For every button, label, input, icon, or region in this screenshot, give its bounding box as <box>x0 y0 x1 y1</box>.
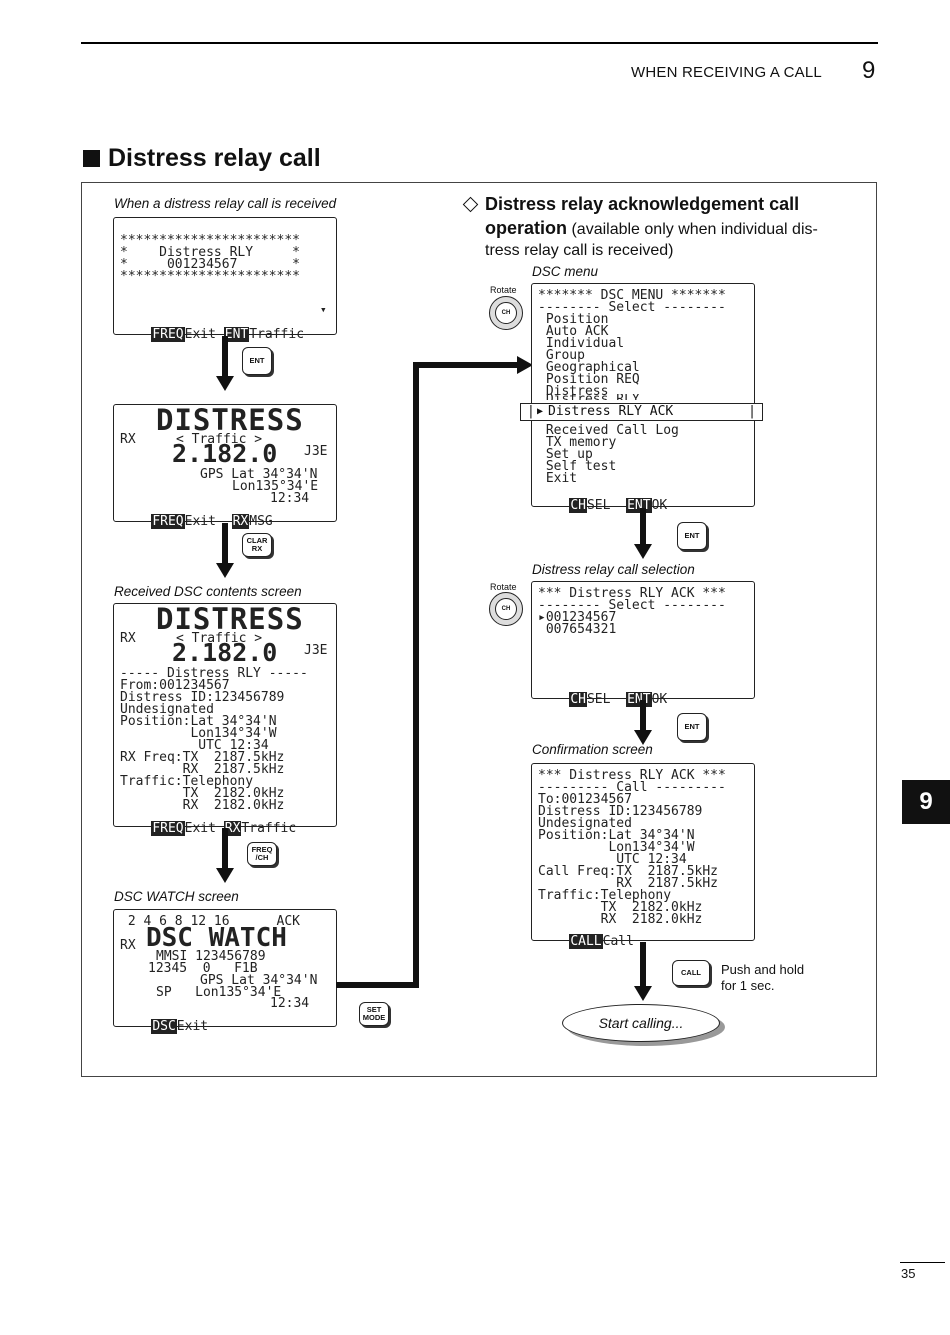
call-key[interactable]: CALL <box>672 960 710 986</box>
caption-confirmation: Confirmation screen <box>532 742 653 757</box>
caption-received: When a distress relay call is received <box>114 196 337 211</box>
flow-connector-arrow <box>336 356 533 988</box>
softkey-freq[interactable]: FREQ <box>151 820 185 836</box>
menu-item[interactable]: Set up <box>538 447 593 462</box>
softkey-ch[interactable]: CH <box>569 691 587 707</box>
softkey-freq[interactable]: FREQ <box>151 513 185 529</box>
start-calling-bubble: Start calling... <box>562 1004 720 1042</box>
page-number: 35 <box>901 1266 916 1281</box>
menu-item[interactable]: Distress <box>538 384 609 399</box>
menu-item[interactable]: Geographical <box>538 360 640 375</box>
arrow-down-icon <box>216 336 234 391</box>
softkey-dsc[interactable]: DSC <box>151 1018 177 1034</box>
softkey-ent[interactable]: ENT <box>223 326 250 342</box>
section-title: Distress relay call <box>83 144 321 173</box>
ent-key[interactable]: ENT <box>677 522 707 550</box>
arrow-down-icon <box>634 942 652 1001</box>
menu-item[interactable]: Position <box>538 312 609 327</box>
caption-relay-selection: Distress relay call selection <box>532 562 695 577</box>
menu-item[interactable]: TX memory <box>538 435 617 450</box>
lcd-received-dsc-contents: DISTRESS RX < Traffic > 2.182.0 J3E ----… <box>113 602 337 836</box>
figure-frame <box>81 182 877 1077</box>
running-header: WHEN RECEIVING A CALL <box>631 64 822 81</box>
lcd-relay-selection: *** Distress RLY ACK *** -------- Select… <box>531 581 755 707</box>
arrow-down-icon <box>634 508 652 559</box>
menu-item[interactable]: Distress RLY <box>538 394 640 400</box>
lcd-confirmation: *** Distress RLY ACK *** --------- Call … <box>531 763 755 949</box>
scroll-down-icon: ▾ <box>320 303 327 316</box>
menu-item[interactable]: Self test <box>538 459 617 474</box>
square-bullet-icon <box>83 150 100 167</box>
list-item[interactable]: ▸001234567 <box>538 610 617 625</box>
lcd-distress-relay-received: *********************** * Distress RLY *… <box>113 217 337 342</box>
lcd-distress-traffic: DISTRESS RX < Traffic > 2.182.0 J3E GPS … <box>113 403 337 529</box>
menu-item[interactable]: Exit <box>538 471 578 486</box>
caption-contents: Received DSC contents screen <box>114 584 302 599</box>
channel-knob[interactable]: CH <box>489 592 523 626</box>
pointer-icon: ▶ <box>537 406 544 417</box>
menu-item-selected[interactable]: | ▶ Distress RLY ACK | <box>520 403 763 421</box>
arrow-down-icon <box>216 828 234 883</box>
chapter-tab: 9 <box>902 780 950 824</box>
softkey-ch[interactable]: CH <box>569 497 587 513</box>
cursor-bar-icon: | <box>748 404 756 419</box>
softkey-call[interactable]: CALL <box>569 933 603 949</box>
cursor-bar-icon: | <box>527 404 535 419</box>
softkey-freq[interactable]: FREQ <box>151 326 185 342</box>
channel-knob[interactable]: CH <box>489 296 523 330</box>
softkey-rx[interactable]: RX <box>223 820 242 836</box>
ch-knob-icon: CH <box>495 598 517 620</box>
lcd-dsc-menu: ******* DSC MENU ******* -------- Select… <box>531 283 755 513</box>
chapter-number: 9 <box>862 57 876 84</box>
caption-dsc-watch: DSC WATCH screen <box>114 889 239 904</box>
list-item[interactable]: 007654321 <box>538 622 617 637</box>
lcd-dsc-watch: 2 4 6 8 12 16 ACK RX DSC WATCH MMSI 1234… <box>113 909 337 1034</box>
menu-item[interactable]: Position REQ <box>538 372 640 387</box>
subsection-heading: Distress relay acknowledgement call <box>462 194 799 215</box>
menu-item[interactable]: Auto ACK <box>538 324 609 339</box>
ent-key[interactable]: ENT <box>677 713 707 741</box>
subsection-heading-cont: operation (available only when individua… <box>485 218 818 259</box>
menu-item[interactable]: Received Call Log <box>538 423 679 438</box>
freq-ch-key[interactable]: FREQ/CH <box>247 842 277 866</box>
diamond-bullet-icon <box>462 196 479 213</box>
softkey-rx[interactable]: RX <box>231 513 250 529</box>
arrow-down-icon <box>634 700 652 745</box>
ent-key[interactable]: ENT <box>242 347 272 375</box>
arrow-down-icon <box>216 523 234 578</box>
menu-item[interactable]: Group <box>538 348 585 363</box>
caption-dsc-menu: DSC menu <box>532 264 599 279</box>
ch-knob-icon: CH <box>495 302 517 324</box>
menu-item[interactable]: Individual <box>538 336 625 351</box>
